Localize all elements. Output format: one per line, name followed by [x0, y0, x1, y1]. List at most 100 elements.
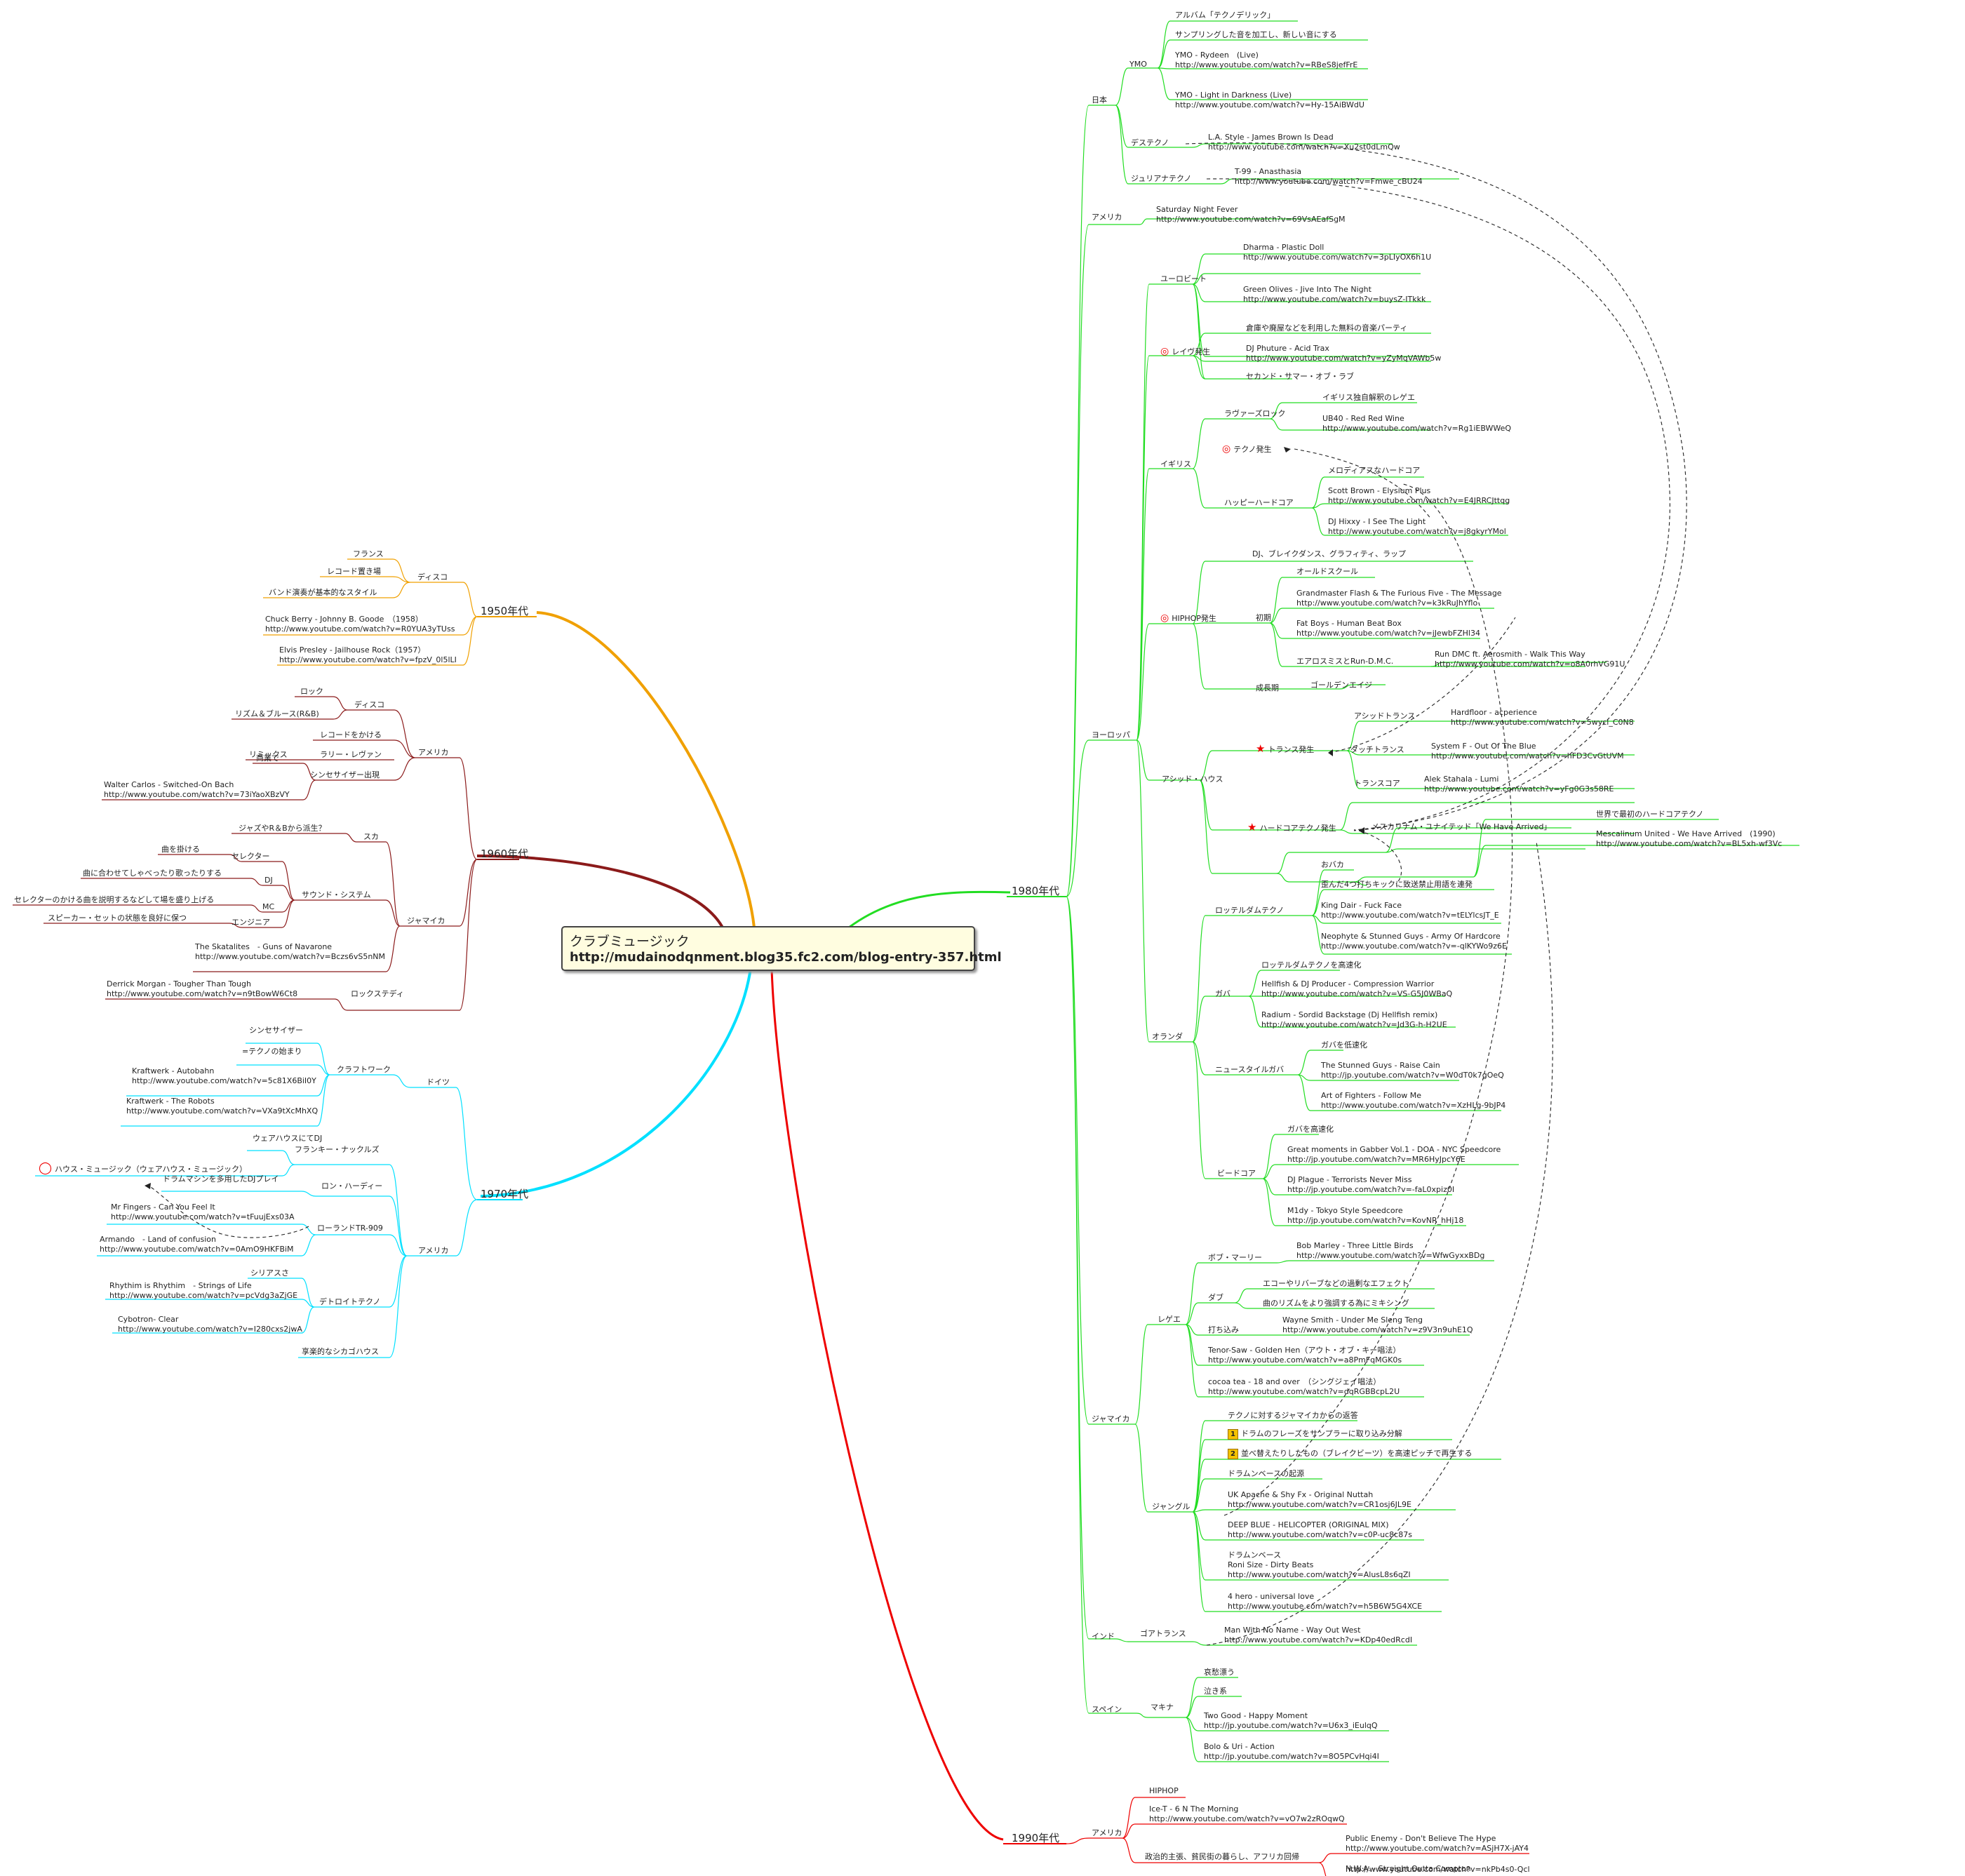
node-song-url[interactable]: http://www.youtube.com/watch?v=yZyMqVAWb…: [1246, 354, 1442, 363]
node-song-title[interactable]: cocoa tea - 18 and over （シングジェイ唱法）: [1208, 1377, 1381, 1386]
node[interactable]: ドラムンベースの起源: [1228, 1469, 1305, 1478]
node-song-url[interactable]: http://www.youtube.com/watch?v=KDp40edRc…: [1224, 1635, 1413, 1644]
node-hardcore[interactable]: ★ハードコアテクノ発生: [1247, 821, 1336, 833]
node[interactable]: ボブ・マーリー: [1208, 1253, 1262, 1262]
node[interactable]: ガバを高速化: [1287, 1125, 1334, 1134]
node[interactable]: 享楽的なシカゴハウス: [302, 1347, 379, 1356]
node-song-title[interactable]: Chuck Berry - Johnny B. Goode （1958）: [265, 615, 423, 624]
node-song-url[interactable]: http://www.youtube.com/watch?v=tFuujExs0…: [111, 1212, 295, 1221]
node[interactable]: YMO: [1129, 60, 1147, 69]
node-song-title[interactable]: L.A. Style - James Brown Is Dead: [1208, 133, 1334, 142]
node-song-title[interactable]: Cybotron- Clear: [118, 1315, 179, 1324]
node[interactable]: 打ち込み: [1208, 1325, 1239, 1334]
era-1990[interactable]: 1990年代: [1012, 1832, 1060, 1844]
node-song-url[interactable]: http://jp.youtube.com/watch?v=-faL0xpiz0…: [1287, 1185, 1455, 1194]
node-song-url[interactable]: http://www.youtube.com/watch?v=jJewbFZHl…: [1296, 629, 1480, 638]
node[interactable]: おバカ: [1321, 860, 1344, 869]
node[interactable]: ゴアトランス: [1140, 1629, 1186, 1638]
node[interactable]: ドラムマシンを多用したDJプレイ: [163, 1174, 279, 1184]
node[interactable]: デステクノ: [1131, 138, 1169, 147]
node-song-title[interactable]: Scott Brown - Elysium Plus: [1328, 486, 1431, 495]
node-techno[interactable]: ◎テクノ発生: [1222, 443, 1272, 455]
node-song-url[interactable]: http://www.youtube.com/watch?v=VXa9tXcMh…: [126, 1106, 318, 1115]
node-song-title[interactable]: Two Good - Happy Moment: [1204, 1711, 1308, 1720]
node-song-url[interactable]: http://www.youtube.com/watch?v=5c81X6BiI…: [132, 1076, 316, 1085]
node[interactable]: スカ: [363, 832, 379, 841]
node-song-title[interactable]: Grandmaster Flash & The Furious Five - T…: [1296, 589, 1502, 598]
node-song-title[interactable]: Alek Stahala - Lumi: [1424, 775, 1499, 784]
node[interactable]: ガバ: [1215, 989, 1230, 998]
node-song-title[interactable]: Mescalinum United - We Have Arrived (199…: [1596, 829, 1776, 838]
era-1970[interactable]: 1970年代: [481, 1188, 529, 1200]
node[interactable]: ジャングル: [1152, 1502, 1191, 1511]
node-song-title[interactable]: Tenor-Saw - Golden Hen（アウト・オブ・キー唱法）: [1208, 1346, 1401, 1355]
node-song-title[interactable]: Hardfloor - acperience: [1451, 708, 1537, 717]
node-trance[interactable]: ★トランス発生: [1256, 742, 1315, 755]
node-song-title[interactable]: Rhythim is Rhythim - Strings of Life: [109, 1281, 252, 1290]
node[interactable]: サンプリングした音を加工し、新しい音にする: [1175, 30, 1337, 39]
node[interactable]: ロッテルダムテクノを高速化: [1261, 960, 1362, 970]
node-song-url[interactable]: http://jp.youtube.com/watch?v=W0dT0k7gOe…: [1321, 1071, 1504, 1080]
node-song-title[interactable]: Bolo & Uri - Action: [1204, 1742, 1275, 1751]
node[interactable]: メスカリナム・ユナイテッド「We Have Arrived」: [1372, 822, 1552, 831]
node[interactable]: エコーやリバーブなどの過剰なエフェクト: [1263, 1279, 1409, 1288]
node-song-title[interactable]: Neophyte & Stunned Guys - Army Of Hardco…: [1321, 932, 1501, 941]
node[interactable]: HIPHOP: [1149, 1786, 1179, 1795]
node-song-url[interactable]: http://www.youtube.com/watch?v=Jd3G-h-H2…: [1261, 1020, 1447, 1029]
node[interactable]: 泣き系: [1204, 1687, 1227, 1696]
node-song-title[interactable]: Art of Fighters - Follow Me: [1321, 1091, 1422, 1100]
node[interactable]: ロック: [300, 687, 323, 696]
node[interactable]: クラフトワーク: [337, 1065, 391, 1074]
node-song-title[interactable]: Elvis Presley - Jailhouse Rock（1957）: [279, 645, 426, 655]
node-song-title[interactable]: Man With No Name - Way Out West: [1224, 1626, 1361, 1635]
node[interactable]: 政治的主張、貧民街の暮らし、アフリカ回帰: [1145, 1852, 1299, 1861]
node-song-url[interactable]: http://www.youtube.com/watch?v=VS-G5J0WB…: [1261, 989, 1453, 998]
node-song-url[interactable]: http://www.youtube.com/watch?v=Rg1iEBWWe…: [1322, 424, 1512, 433]
node[interactable]: トランスコア: [1354, 779, 1400, 788]
node[interactable]: 日本: [1092, 95, 1107, 105]
node-song-title[interactable]: 4 hero - universal love: [1228, 1592, 1315, 1601]
node[interactable]: ドラムンベース: [1228, 1550, 1282, 1560]
node-song-title[interactable]: The Skatalites - Guns of Navarone: [195, 942, 333, 951]
node-song-title[interactable]: YMO - Rydeen (Live): [1175, 51, 1259, 60]
node-song-url[interactable]: http://jp.youtube.com/watch?v=8O5PCvHqi4…: [1204, 1752, 1379, 1761]
node[interactable]: リズム＆ブルース(R&B): [235, 709, 319, 718]
node-song-title[interactable]: Great moments in Gabber Vol.1 - DOA - NY…: [1287, 1145, 1501, 1154]
era-1950[interactable]: 1950年代: [481, 605, 529, 617]
node[interactable]: イギリス: [1160, 460, 1191, 469]
node-song-url[interactable]: http://www.youtube.com/watch?v=a8PmFqMGK…: [1208, 1355, 1402, 1365]
node-song-title[interactable]: UK Apache & Shy Fx - Original Nuttah: [1228, 1490, 1374, 1499]
node-song-title[interactable]: Bob Marley - Three Little Birds: [1296, 1241, 1414, 1250]
node-song-url[interactable]: http://www.youtube.com/watch?v=yFg0G3s58…: [1424, 784, 1614, 793]
node[interactable]: ディスコ: [354, 700, 385, 709]
node[interactable]: イギリス独自解釈のレゲエ: [1322, 393, 1415, 402]
node-song-title[interactable]: Kraftwerk - The Robots: [126, 1097, 215, 1106]
node-hiphop[interactable]: ◎HIPHOP発生: [1160, 612, 1216, 624]
node[interactable]: 曲に合わせてしゃべったり歌ったりする: [83, 869, 222, 878]
node[interactable]: DJ: [264, 876, 273, 885]
node[interactable]: 歪んだ4つ打ちキックに致送禁止用語を連発: [1321, 880, 1473, 889]
node-song-title[interactable]: M1dy - Tokyo Style Speedcore: [1287, 1206, 1403, 1215]
central-topic[interactable]: クラブミュージック http://mudainodqnment.blog35.f…: [561, 926, 1002, 971]
node[interactable]: ラリー・レヴァン: [320, 750, 382, 759]
node[interactable]: ディスコ: [417, 572, 448, 582]
node[interactable]: ユーロビート: [1160, 274, 1207, 283]
node-song-url[interactable]: http://www.youtube.com/watch?v=fpzV_0l5l…: [279, 655, 457, 664]
node[interactable]: ガバを低速化: [1321, 1040, 1367, 1050]
node[interactable]: 商業で: [256, 753, 279, 763]
node-song-url[interactable]: http://www.youtube.com/watch?v=j8gkyrYMo…: [1328, 527, 1506, 536]
node[interactable]: シリアスさ: [250, 1268, 289, 1278]
node[interactable]: 成長期: [1256, 683, 1279, 692]
node[interactable]: ダブ: [1208, 1293, 1223, 1302]
node-song-title[interactable]: Run DMC ft. Aerosmith - Walk This Way: [1435, 650, 1585, 659]
node-song-title[interactable]: DJ Plague - Terrorists Never Miss: [1287, 1175, 1412, 1184]
node[interactable]: ジュリアナテクノ: [1131, 174, 1192, 183]
node[interactable]: セレクターのかける曲を説明するなどして場を盛り上げる: [14, 895, 215, 904]
node[interactable]: シンセサイザー出現: [310, 770, 380, 779]
node-song-url[interactable]: http://jp.youtube.com/watch?v=U6x3_iEulq…: [1204, 1721, 1378, 1730]
node-song-url[interactable]: http://jp.youtube.com/watch?v=KovNR_hHj1…: [1287, 1216, 1464, 1225]
node-song-url[interactable]: http://www.youtube.com/watch?v=tELYlcsJT…: [1321, 911, 1499, 920]
node-song-url[interactable]: http://www.youtube.com/watch?v=-qlKYWo9z…: [1321, 942, 1507, 951]
node-song-title[interactable]: T-99 - Anasthasia: [1235, 167, 1302, 176]
node[interactable]: デトロイトテクノ: [319, 1297, 381, 1306]
